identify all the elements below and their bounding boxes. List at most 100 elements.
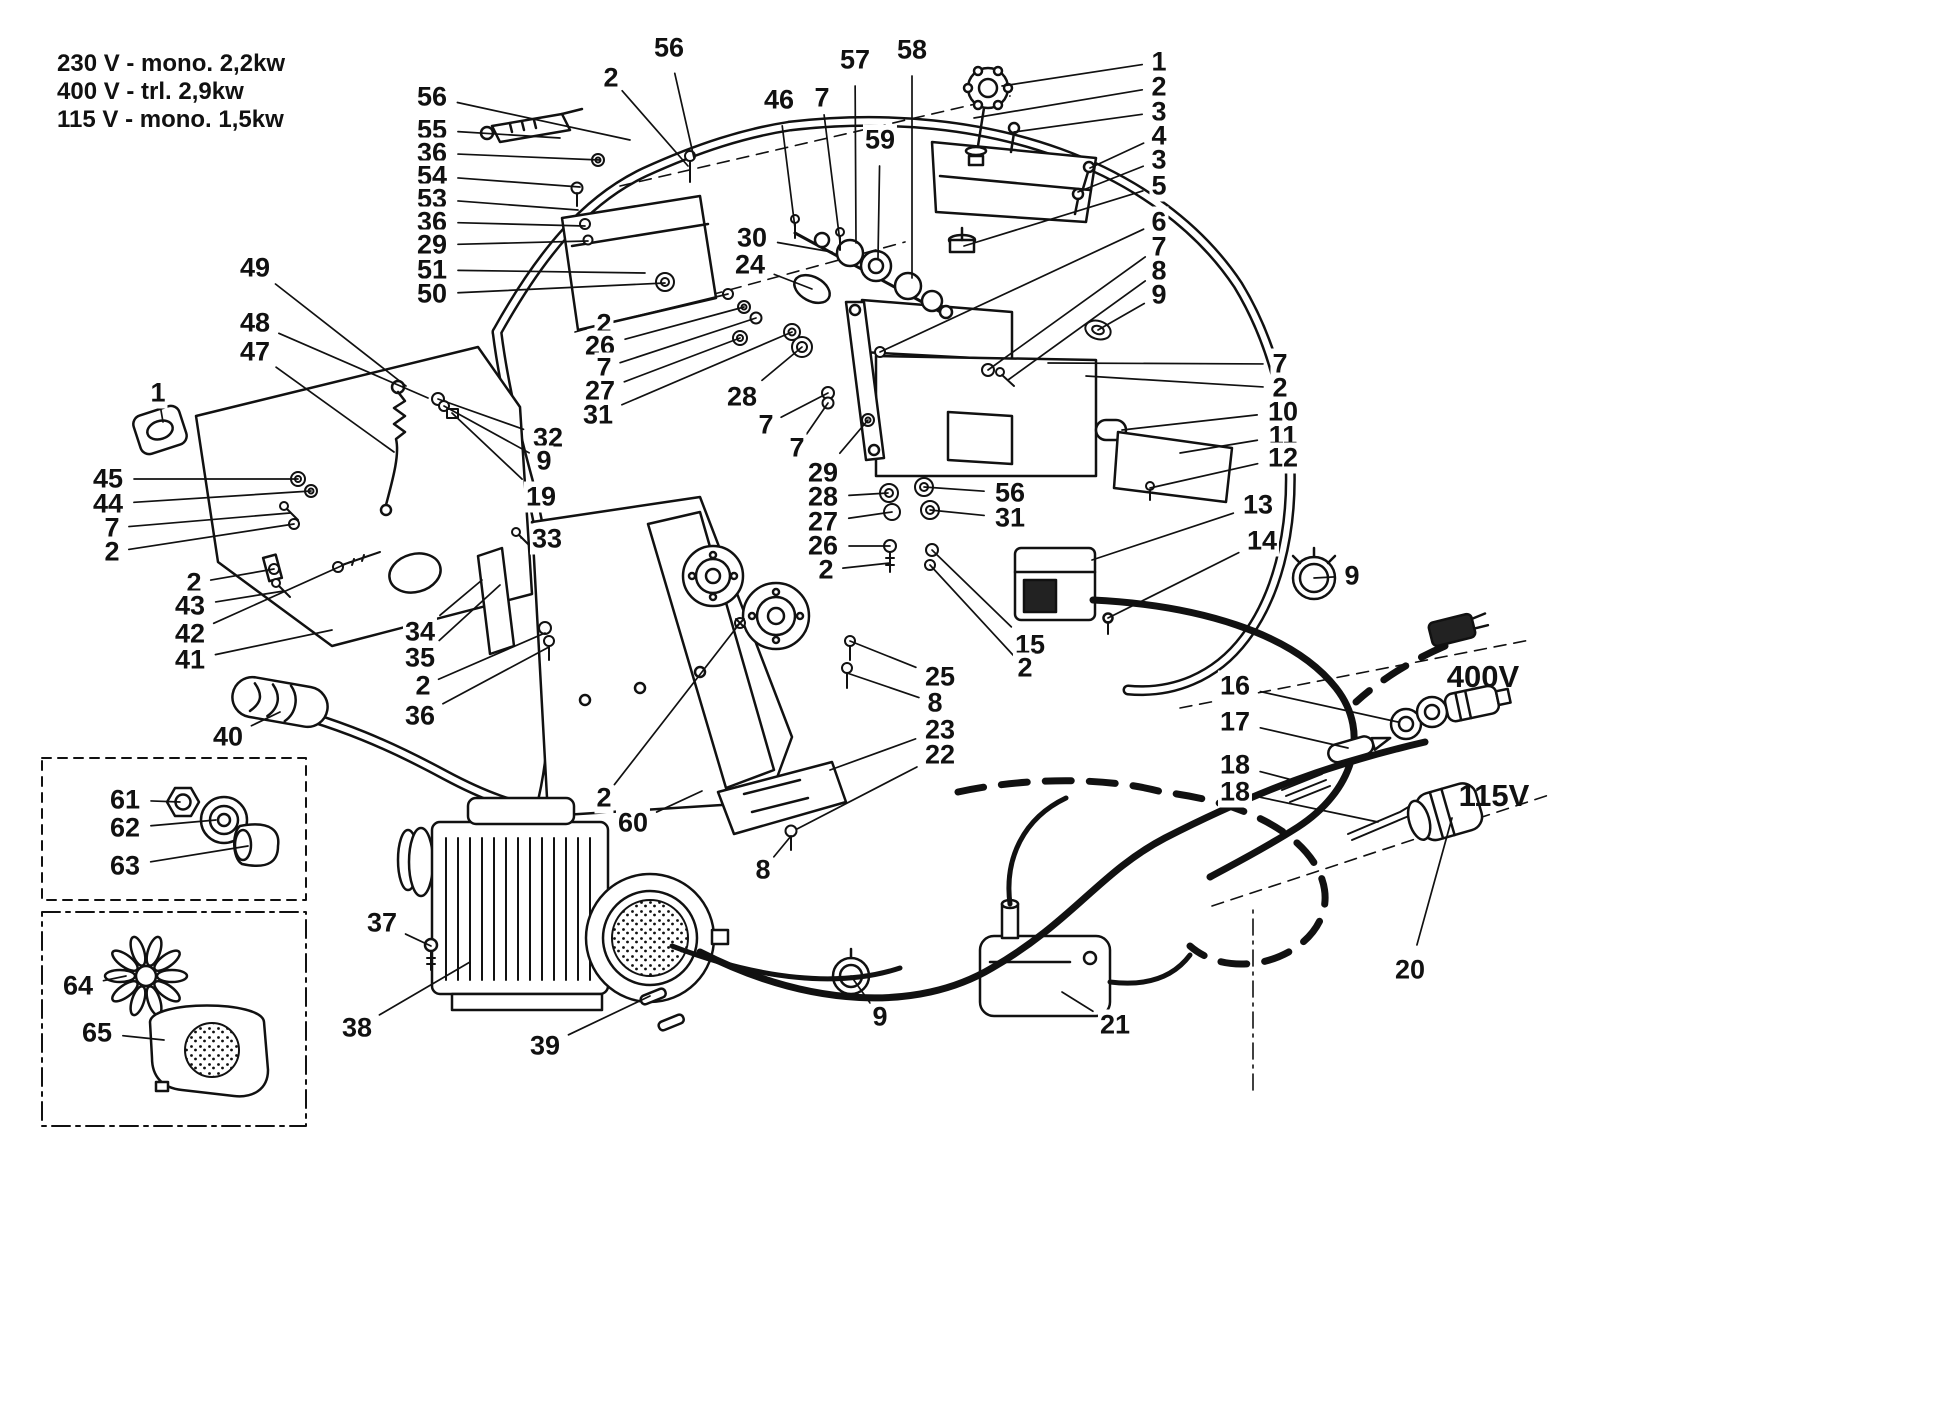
voltage-label-115v: 115V xyxy=(1458,778,1530,813)
callout-7: 7 xyxy=(1149,231,1169,263)
dashed-cable xyxy=(954,777,1329,968)
callout-22: 22 xyxy=(922,739,958,771)
callout-2: 2 xyxy=(816,554,836,586)
tension-cable xyxy=(379,379,407,517)
plug-400v xyxy=(1443,684,1512,723)
spec-line-400v: 400 V - trl. 2,9kw xyxy=(57,78,244,105)
callout-3: 3 xyxy=(1149,144,1169,176)
callout-5: 5 xyxy=(1149,170,1169,202)
shaft-keys xyxy=(639,987,685,1032)
callout-2: 2 xyxy=(594,782,614,814)
cable-plug xyxy=(1427,612,1490,648)
electric-motor xyxy=(396,796,730,1032)
bearing-flange-discs xyxy=(681,544,811,651)
wire-ends xyxy=(1281,773,1415,841)
callout-35: 35 xyxy=(402,642,438,674)
callout-48: 48 xyxy=(237,307,273,339)
inset-box-b xyxy=(41,911,307,1127)
callout-24: 24 xyxy=(732,249,768,281)
callout-59: 59 xyxy=(862,124,898,156)
callout-7: 7 xyxy=(812,82,832,114)
plug-115v xyxy=(1406,782,1484,842)
callout-36: 36 xyxy=(402,700,438,732)
callout-7: 7 xyxy=(102,512,122,544)
callout-17: 17 xyxy=(1217,706,1253,738)
callout-30: 30 xyxy=(734,222,770,254)
callout-37: 37 xyxy=(364,907,400,939)
callout-18: 18 xyxy=(1217,749,1253,781)
spec-line-230v: 230 V - mono. 2,2kw xyxy=(57,50,286,77)
small-plate xyxy=(1112,430,1234,504)
callout-9: 9 xyxy=(534,445,554,477)
callout-25: 25 xyxy=(922,661,958,693)
callout-31: 31 xyxy=(580,399,616,431)
callout-2: 2 xyxy=(1149,71,1169,103)
inset-box-a xyxy=(41,757,307,901)
pump-hose xyxy=(1006,795,1069,907)
callout-63: 63 xyxy=(107,850,143,882)
callout-42: 42 xyxy=(172,618,208,650)
callout-14: 14 xyxy=(1244,525,1280,557)
callout-2: 2 xyxy=(601,62,621,94)
water-pump xyxy=(978,795,1193,1018)
callout-7: 7 xyxy=(787,432,807,464)
callout-49: 49 xyxy=(237,252,273,284)
callout-9: 9 xyxy=(870,1001,890,1033)
motor-fan xyxy=(103,935,189,1017)
callout-50: 50 xyxy=(414,278,450,310)
switch-box xyxy=(1013,546,1114,635)
callout-7: 7 xyxy=(756,409,776,441)
callout-40: 40 xyxy=(210,721,246,753)
base-frame xyxy=(530,495,794,818)
callout-9: 9 xyxy=(1149,279,1169,311)
callout-8: 8 xyxy=(925,687,945,719)
callout-16: 16 xyxy=(1217,670,1253,702)
spec-line-115v: 115 V - mono. 1,5kw xyxy=(57,106,284,133)
callout-4: 4 xyxy=(1149,120,1169,152)
lower-bracket xyxy=(716,760,848,836)
callout-46: 46 xyxy=(761,84,797,116)
callout-2: 2 xyxy=(1015,652,1035,684)
inline-connector xyxy=(1327,735,1392,764)
roller-shaft-assembly xyxy=(793,231,954,320)
callout-43: 43 xyxy=(172,590,208,622)
callout-61: 61 xyxy=(107,784,143,816)
callout-31: 31 xyxy=(992,502,1028,534)
callout-2: 2 xyxy=(1270,372,1290,404)
callout-18: 18 xyxy=(1217,776,1253,808)
callout-9: 9 xyxy=(1342,560,1362,592)
callout-65: 65 xyxy=(79,1017,115,1049)
callout-7: 7 xyxy=(1270,348,1290,380)
callout-8: 8 xyxy=(753,854,773,886)
callout-47: 47 xyxy=(237,336,273,368)
callout-2: 2 xyxy=(413,670,433,702)
callout-6: 6 xyxy=(1149,206,1169,238)
callout-56: 56 xyxy=(414,81,450,113)
callout-12: 12 xyxy=(1265,442,1301,474)
callout-62: 62 xyxy=(107,812,143,844)
callout-56: 56 xyxy=(651,32,687,64)
callout-58: 58 xyxy=(894,34,930,66)
callout-2: 2 xyxy=(102,536,122,568)
callout-3: 3 xyxy=(1149,96,1169,128)
fan-cover xyxy=(148,1004,270,1098)
hose-clamps xyxy=(831,546,1337,996)
callout-21: 21 xyxy=(1097,1009,1133,1041)
callout-38: 38 xyxy=(339,1012,375,1044)
callout-39: 39 xyxy=(527,1030,563,1062)
voltage-label-400v: 400V xyxy=(1446,659,1520,694)
callout-19: 19 xyxy=(523,481,559,513)
callout-64: 64 xyxy=(60,970,96,1002)
callout-20: 20 xyxy=(1392,954,1428,986)
callout-8: 8 xyxy=(1149,255,1169,287)
callout-60: 60 xyxy=(615,807,651,839)
handle-grip xyxy=(231,675,329,729)
electrical-connectors xyxy=(1281,612,1512,842)
callout-33: 33 xyxy=(529,523,565,555)
callout-1: 1 xyxy=(1149,46,1169,78)
left-shroud-panel xyxy=(194,345,534,648)
callout-34: 34 xyxy=(402,616,438,648)
top-middle-plate xyxy=(560,194,718,332)
